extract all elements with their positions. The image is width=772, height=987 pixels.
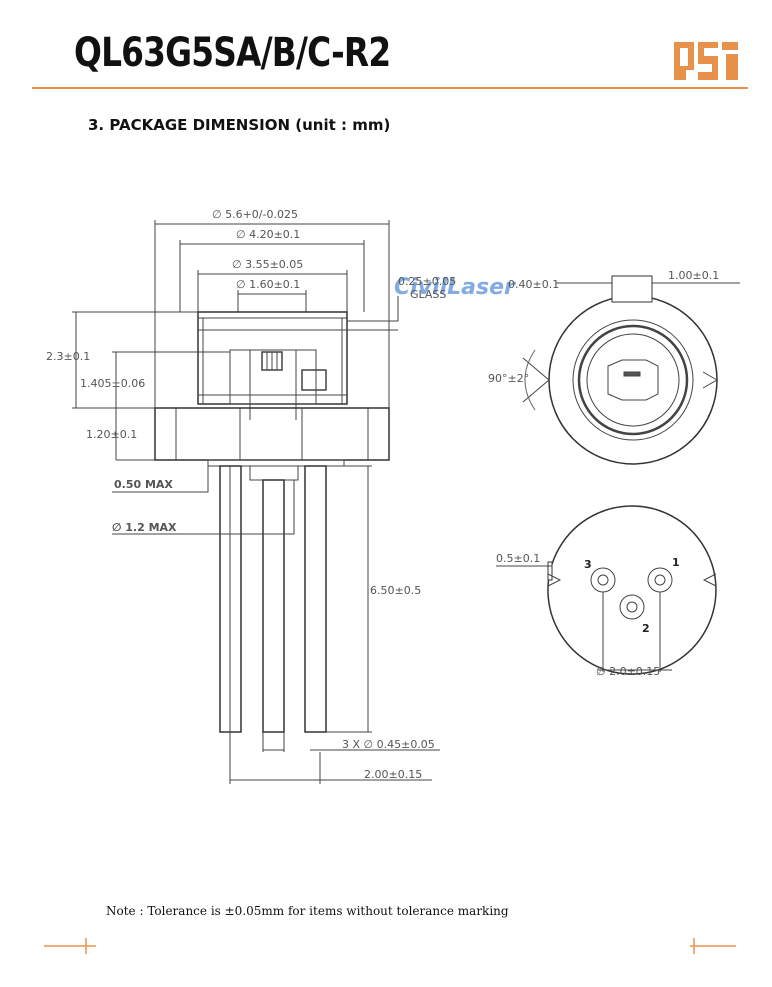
dim-emission-height: 1.405±0.06 xyxy=(80,377,145,390)
watermark-text: CivilLaser xyxy=(394,275,516,300)
dim-notch-width: 0.5±0.1 xyxy=(496,552,540,565)
dim-lead-diameter: 3 X ∅ 0.45±0.05 xyxy=(342,738,435,751)
pin-3-label: 3 xyxy=(584,558,592,571)
dim-outer-diameter: ∅ 5.6+0/-0.025 xyxy=(212,208,298,221)
dim-key-width: 1.00±0.1 xyxy=(668,269,719,282)
document-title: QL63G5SA/B/C-R2 xyxy=(74,30,391,76)
dim-cap-diameter: ∅ 4.20±0.1 xyxy=(236,228,300,241)
dim-slot-width: 0.40±0.1 xyxy=(508,278,559,291)
section-title: 3. PACKAGE DIMENSION (unit : mm) xyxy=(88,116,391,134)
pin-2-label: 2 xyxy=(642,622,650,635)
dim-key-angle: 90°±2° xyxy=(488,372,529,385)
dim-pin-circle: ∅ 2.0±0.15 xyxy=(596,665,660,678)
dim-stem-height: 0.50 MAX xyxy=(114,478,173,491)
dim-cap-height: 2.3±0.1 xyxy=(46,350,90,363)
dim-flange-height: 1.20±0.1 xyxy=(86,428,137,441)
qsi-logo xyxy=(674,42,738,80)
dim-glass-thickness: 0.25±0.05 xyxy=(398,275,456,288)
dim-inner-diameter: ∅ 1.60±0.1 xyxy=(236,278,300,291)
pin-1-label: 1 xyxy=(672,556,680,569)
dim-base-diameter: ∅ 1.2 MAX xyxy=(112,521,177,534)
dim-window-diameter: ∅ 3.55±0.05 xyxy=(232,258,303,271)
tolerance-note: Note : Tolerance is ±0.05mm for items wi… xyxy=(106,904,509,918)
crop-marks xyxy=(44,938,736,954)
header-rule xyxy=(32,87,748,89)
dim-lead-pitch: 2.00±0.15 xyxy=(364,768,422,781)
dim-lead-length: 6.50±0.5 xyxy=(370,584,421,597)
label-glass: GLASS xyxy=(410,288,446,301)
